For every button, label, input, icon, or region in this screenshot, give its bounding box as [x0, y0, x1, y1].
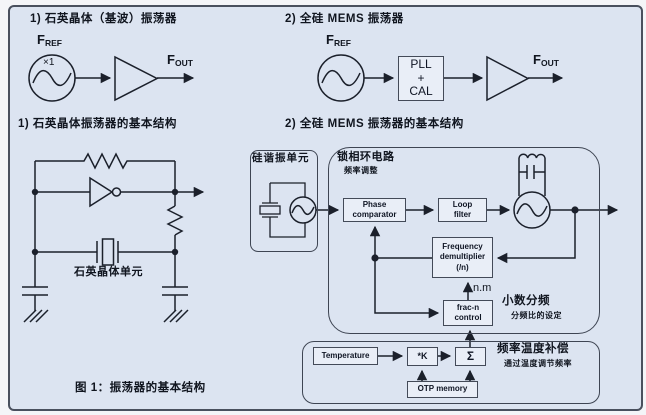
- mems-structure-title: 2) 全硅 MEMS 振荡器的基本结构: [285, 118, 464, 130]
- pll-container: [328, 147, 600, 334]
- frac-n-control-block: frac-n control: [443, 300, 493, 326]
- pll-title: 锁相环电路: [337, 151, 395, 163]
- resonator-title: 硅谐振单元: [252, 152, 310, 164]
- silicon-resonator-container: [250, 150, 318, 252]
- quartz-structure-title: 1) 石英晶体振荡器的基本结构: [18, 118, 177, 130]
- multiplier-label: ×1: [43, 57, 55, 68]
- fractional-division-title: 小数分频: [502, 295, 550, 307]
- figure-caption: 图 1：振荡器的基本结构: [75, 382, 206, 394]
- temperature-compensation-subtitle: 通过温度调节频率: [504, 359, 572, 368]
- quartz-oscillator-title: 1) 石英晶体（基波）振荡器: [30, 13, 177, 25]
- phase-comparator-block: Phase comparator: [343, 198, 406, 222]
- pll-subtitle: 频率调整: [344, 166, 378, 175]
- loop-filter-block: Loop filter: [438, 198, 487, 222]
- crystal-unit-label: 石英晶体单元: [74, 266, 143, 278]
- sigma-block: Σ: [455, 347, 486, 366]
- k-multiplier-block: *K: [407, 347, 438, 366]
- temperature-compensation-title: 频率温度补偿: [497, 343, 569, 355]
- fref-label: FREF: [37, 32, 62, 48]
- frequency-demultiplier-block: Frequency demultiplier (/n): [432, 237, 493, 278]
- temperature-block: Temperature: [313, 347, 378, 365]
- pll-cal-block: PLL + CAL: [398, 56, 444, 101]
- compensation-container: [302, 341, 600, 404]
- nm-label: n.m: [473, 282, 492, 294]
- mems-oscillator-title: 2) 全硅 MEMS 振荡器: [285, 13, 404, 25]
- otp-memory-block: OTP memory: [407, 381, 478, 398]
- fractional-division-subtitle: 分频比的设定: [511, 311, 562, 320]
- fref-label: FREF: [326, 32, 351, 48]
- fout-label: FOUT: [533, 52, 559, 68]
- fout-label: FOUT: [167, 52, 193, 68]
